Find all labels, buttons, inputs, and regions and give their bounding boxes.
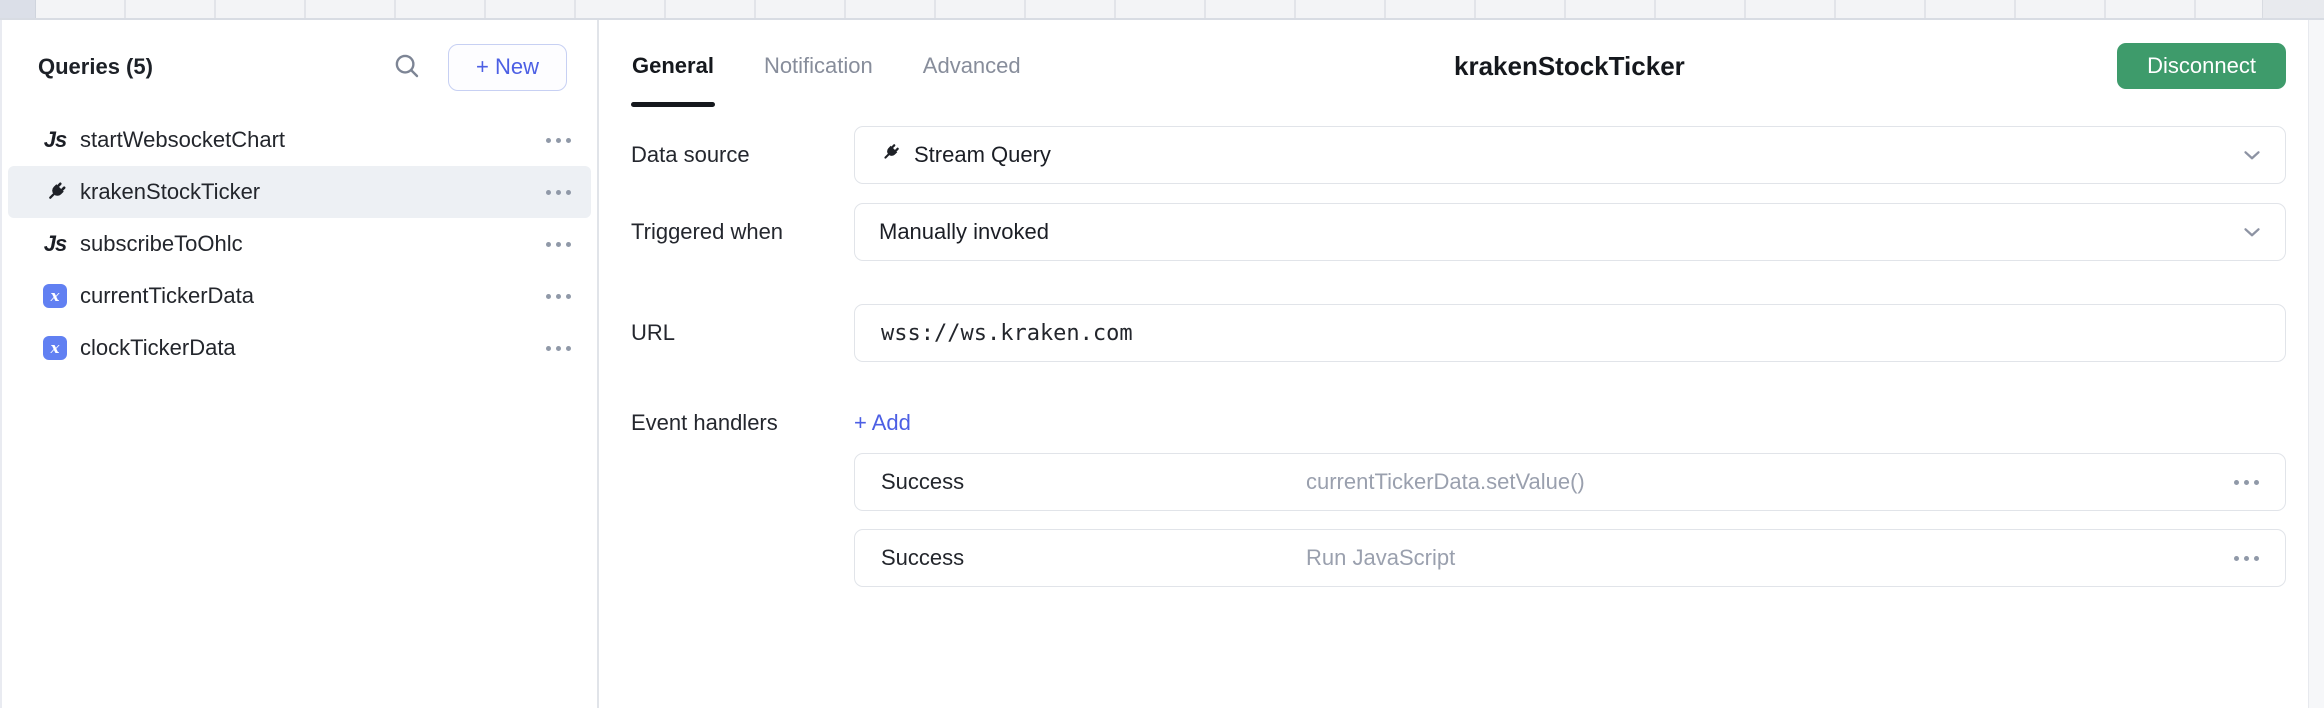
query-item-label: startWebsocketChart: [80, 127, 286, 152]
query-item-menu-icon[interactable]: [544, 186, 573, 199]
query-item-menu-icon[interactable]: [544, 342, 573, 355]
query-list: Js startWebsocketChart: [2, 114, 597, 374]
table-scroll-corner: [2262, 0, 2324, 18]
settings-tabs: General Notification Advanced: [631, 20, 1022, 112]
editor-main: Queries (5) + New Js startWebsocketChart: [0, 20, 2324, 708]
js-icon: Js: [43, 231, 68, 256]
data-source-row: Data source: [631, 126, 2286, 184]
query-item-label: subscribeToOhlc: [80, 231, 243, 256]
query-item-currentTickerData[interactable]: x currentTickerData: [8, 270, 591, 322]
query-item-startWebsocketChart[interactable]: Js startWebsocketChart: [8, 114, 591, 166]
general-settings-form: Data source: [631, 112, 2286, 587]
disconnect-button[interactable]: Disconnect: [2117, 43, 2286, 89]
url-label: URL: [631, 320, 676, 345]
variable-icon: x: [42, 284, 68, 308]
handler-menu-icon[interactable]: [2232, 476, 2261, 489]
stream-icon: [42, 180, 68, 205]
variable-icon: x: [42, 336, 68, 360]
js-icon: Js: [43, 127, 68, 152]
event-handlers-block: + Add Success currentTickerData.setValue…: [854, 408, 2286, 587]
chevron-down-icon: [2239, 142, 2265, 168]
search-icon: [392, 51, 422, 84]
canvas-table-edge: [0, 0, 2324, 20]
tab-advanced[interactable]: Advanced: [922, 20, 1022, 112]
triggered-when-label: Triggered when: [631, 219, 784, 244]
event-handlers-label: Event handlers: [631, 410, 778, 435]
event-handler-row: Success Run JavaScript: [854, 529, 2286, 587]
query-item-label: clockTickerData: [80, 335, 236, 360]
handler-event-name: Success: [881, 545, 965, 570]
table-corner-cell: [0, 0, 36, 18]
url-input[interactable]: [854, 304, 2286, 362]
data-source-value: Stream Query: [914, 142, 1051, 167]
url-row: URL: [631, 304, 2286, 362]
queries-sidebar: Queries (5) + New Js startWebsocketChart: [2, 20, 599, 708]
handler-menu-icon[interactable]: [2232, 552, 2261, 565]
handler-action-summary: Run JavaScript: [1306, 545, 1456, 570]
search-queries-button[interactable]: [392, 51, 422, 84]
event-handler-success-2[interactable]: Success Run JavaScript: [854, 529, 2286, 587]
query-item-menu-icon[interactable]: [544, 238, 573, 251]
editor-header: General Notification Advanced krakenStoc…: [631, 20, 2286, 112]
handler-event-name: Success: [881, 469, 965, 494]
event-handlers-row: Event handlers + Add Success currentTick…: [631, 408, 2286, 587]
query-item-label: currentTickerData: [80, 283, 255, 308]
stream-icon: [879, 142, 901, 169]
query-title: krakenStockTicker: [1454, 50, 1685, 81]
tab-notification[interactable]: Notification: [763, 20, 874, 112]
sidebar-header: Queries (5) + New: [2, 20, 597, 114]
query-item-menu-icon[interactable]: [544, 290, 573, 303]
query-item-label: krakenStockTicker: [80, 179, 261, 204]
tab-general[interactable]: General: [631, 20, 715, 112]
data-source-label: Data source: [631, 142, 750, 167]
queries-count-title: Queries (5): [38, 54, 153, 79]
panel-scroll-gutter[interactable]: [2308, 20, 2324, 708]
query-item-subscribeToOhlc[interactable]: Js subscribeToOhlc: [8, 218, 591, 270]
event-handler-success-1[interactable]: Success currentTickerData.setValue(): [854, 453, 2286, 511]
query-item-krakenStockTicker[interactable]: krakenStockTicker: [8, 166, 591, 218]
add-event-handler-button[interactable]: + Add: [854, 408, 944, 438]
event-handler-row: Success currentTickerData.setValue(): [854, 453, 2286, 511]
handler-action-summary: currentTickerData.setValue(): [1306, 469, 1585, 494]
table-column-cells: [36, 0, 2262, 18]
triggered-when-row: Triggered when Manually invoked: [631, 203, 2286, 261]
query-item-menu-icon[interactable]: [544, 134, 573, 147]
query-settings-panel: General Notification Advanced krakenStoc…: [599, 20, 2308, 708]
new-query-button[interactable]: + New: [448, 43, 567, 91]
query-item-clockTickerData[interactable]: x clockTickerData: [8, 322, 591, 374]
triggered-when-value: Manually invoked: [879, 219, 1049, 244]
data-source-select[interactable]: Stream Query: [854, 126, 2286, 184]
triggered-when-select[interactable]: Manually invoked: [854, 203, 2286, 261]
chevron-down-icon: [2239, 219, 2265, 245]
